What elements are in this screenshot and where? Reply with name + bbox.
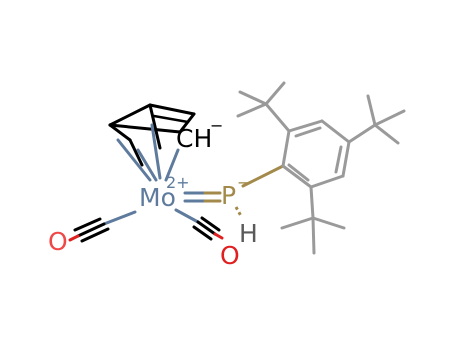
tbu-bond bbox=[238, 90, 268, 106]
atom-o-right: O bbox=[220, 241, 240, 270]
mo-p-double-bond bbox=[183, 191, 222, 203]
aryl-bond bbox=[320, 119, 351, 144]
cp-bond bbox=[128, 138, 144, 167]
charge-ch: − bbox=[210, 116, 223, 135]
aryl-bond bbox=[281, 129, 291, 168]
tbu-bond bbox=[311, 216, 346, 230]
mo-cp-bond bbox=[164, 148, 180, 182]
aryl-double-bond bbox=[334, 145, 343, 174]
tbu-bond bbox=[373, 109, 406, 127]
atom-mo: Mo bbox=[139, 183, 176, 212]
cp-double-bond-inner bbox=[152, 114, 190, 124]
cp-bond bbox=[108, 123, 182, 134]
aryl-bond bbox=[287, 119, 324, 133]
tbu-bond bbox=[236, 102, 268, 118]
aryl-group bbox=[236, 81, 406, 255]
mo-cp-bond bbox=[116, 138, 152, 182]
aryl-bond bbox=[341, 140, 351, 178]
tbu-bond bbox=[366, 94, 377, 127]
atom-p: P bbox=[221, 181, 236, 210]
tbu-bond bbox=[347, 123, 377, 144]
aryl-bond bbox=[309, 174, 345, 189]
cp-bond bbox=[148, 103, 162, 150]
aryl-double-bond bbox=[287, 163, 310, 182]
p-h-bond bbox=[234, 206, 243, 217]
atom-h: H bbox=[239, 219, 258, 248]
carbonyl-left bbox=[68, 210, 137, 243]
tbu-bond bbox=[309, 185, 315, 220]
tbu-bond bbox=[264, 81, 286, 106]
atom-ch: CH bbox=[176, 124, 212, 153]
mo-cp-bond bbox=[150, 123, 162, 180]
atom-o-left: O bbox=[48, 227, 68, 256]
charge-mo: 2+ bbox=[166, 173, 190, 192]
mo-cp-bonds bbox=[116, 123, 180, 182]
cp-bond bbox=[148, 103, 196, 116]
mo-cp-bond bbox=[136, 148, 158, 182]
charge-p: − bbox=[237, 173, 250, 192]
aryl-bond bbox=[281, 164, 313, 189]
cyclopentadienyl-ring bbox=[108, 103, 196, 167]
tbu-bond bbox=[311, 216, 316, 255]
p-aryl-bond bbox=[241, 164, 285, 188]
aryl-double-bond bbox=[294, 126, 322, 138]
tbu-bond bbox=[280, 216, 315, 230]
carbonyl-right bbox=[174, 208, 224, 241]
cp-bond bbox=[108, 123, 132, 142]
tbu-bond bbox=[373, 123, 400, 145]
cp-bond bbox=[108, 103, 152, 127]
tbu-bond bbox=[264, 102, 291, 133]
